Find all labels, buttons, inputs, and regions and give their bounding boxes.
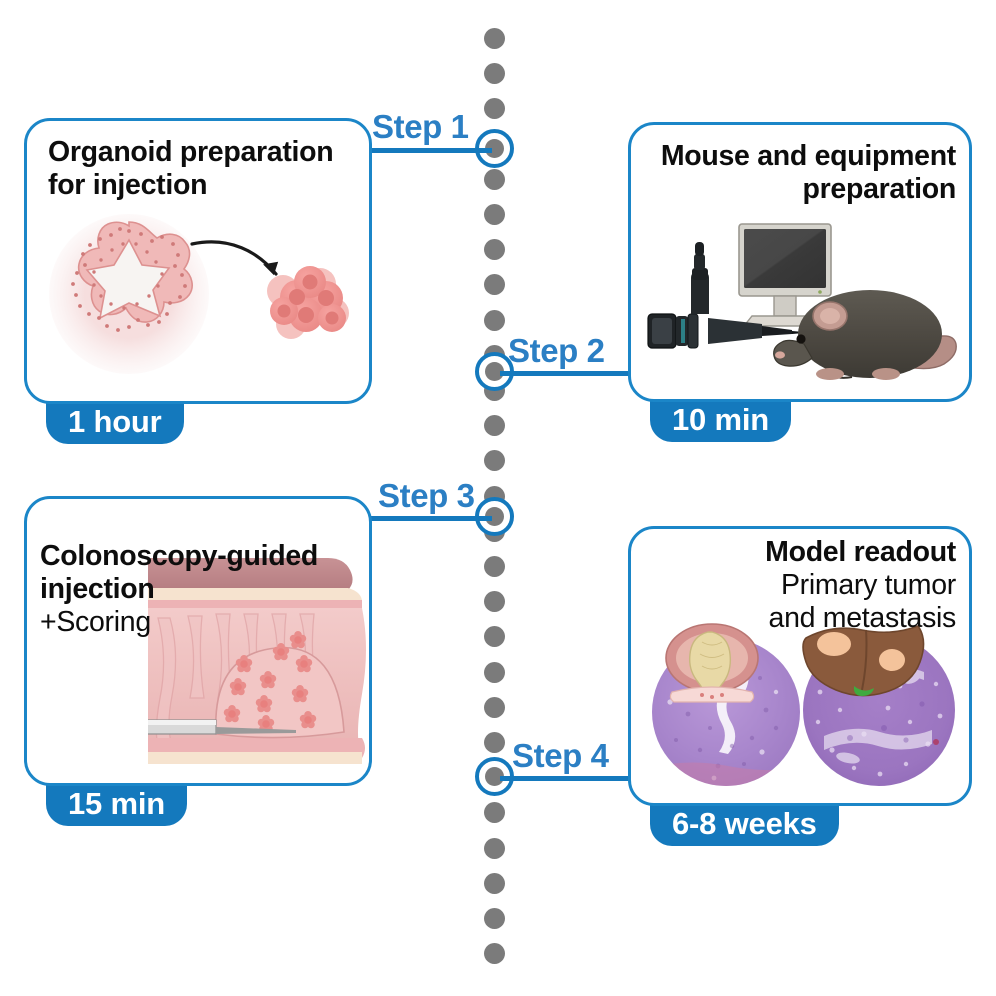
- timeline-node-dot: [485, 139, 504, 158]
- timeline-dot: [484, 274, 505, 296]
- connector-step-1: [352, 148, 492, 153]
- timeline-dot: [484, 837, 505, 859]
- timeline-node-dot: [485, 362, 504, 381]
- timeline-node-step-1[interactable]: [475, 129, 514, 168]
- duration-badge-step-3: 15 min: [46, 782, 188, 826]
- timeline-dot: [484, 450, 505, 472]
- timeline-dot: [484, 908, 505, 929]
- timeline-dot: [484, 309, 505, 331]
- timeline-node-dot: [485, 507, 504, 526]
- card-step-4-title: Model readout Primary tumor and metastas…: [644, 536, 956, 635]
- card-step-1-title-line2: for injection: [48, 169, 208, 202]
- step-label-2: Step 2: [508, 332, 605, 369]
- card-step-3-subtitle: +Scoring: [40, 606, 151, 639]
- timeline-dot: [484, 661, 505, 683]
- card-step-4-subtitle: Primary tumor: [780, 569, 956, 602]
- card-step-4-subtitle-2: and metastasis: [768, 602, 957, 635]
- timeline-node-dot: [485, 767, 504, 786]
- card-step-1-title: Organoid preparation for injection: [48, 136, 360, 202]
- timeline-dot: [484, 98, 505, 120]
- connector-step-4: [500, 776, 632, 781]
- timeline-dot: [484, 696, 505, 718]
- timeline-dot: [484, 732, 505, 753]
- card-step-3-title: Colonoscopy-guided injection +Scoring: [40, 540, 370, 639]
- timeline-dot: [484, 626, 505, 648]
- duration-badge-step-2: 10 min: [650, 398, 792, 442]
- card-step-2-title-line2: preparation: [802, 173, 957, 206]
- card-step-1-title-line1: Organoid preparation: [48, 136, 334, 168]
- card-step-3-title-line2: injection: [40, 573, 155, 606]
- timeline-dot: [484, 204, 505, 225]
- timeline-dot: [484, 168, 505, 190]
- step-label-4: Step 4: [512, 737, 609, 774]
- timeline-dot: [484, 239, 505, 261]
- connector-step-3: [352, 516, 492, 521]
- timeline-dot: [484, 415, 505, 437]
- duration-badge-step-4: 6-8 weeks: [650, 802, 839, 846]
- timeline-dot: [484, 943, 505, 965]
- card-step-4-title-line1: Model readout: [765, 536, 956, 568]
- timeline-axis: [475, 28, 514, 965]
- card-step-3-title-line1: Colonoscopy-guided: [40, 540, 318, 572]
- timeline-dot: [484, 556, 505, 577]
- step-label-1: Step 1: [372, 108, 469, 145]
- histology-illustration: [648, 618, 960, 794]
- organoid-illustration: [44, 212, 354, 387]
- card-step-2-title-line1: Mouse and equipment: [660, 140, 956, 172]
- timeline-dot: [484, 802, 505, 824]
- step-label-3: Step 3: [378, 477, 475, 514]
- colon-injection-illustration: [148, 552, 370, 767]
- duration-badge-step-1: 1 hour: [46, 400, 184, 444]
- connector-step-2: [500, 371, 632, 376]
- timeline-node-step-2[interactable]: [475, 352, 514, 391]
- timeline-dot: [484, 591, 505, 613]
- card-step-2-title: Mouse and equipment preparation: [644, 140, 956, 206]
- mouse-equipment-illustration: [634, 216, 964, 396]
- timeline-dot: [484, 28, 505, 49]
- timeline-dot: [484, 63, 505, 85]
- timeline-dot: [484, 872, 505, 894]
